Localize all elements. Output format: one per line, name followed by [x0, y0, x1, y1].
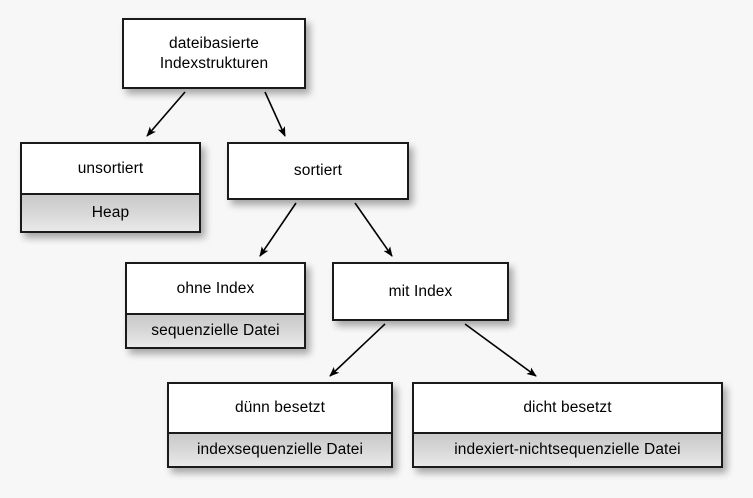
node-dicht-besetzt-title: dicht besetzt [414, 384, 721, 432]
node-duenn-besetzt-subtitle: indexsequenzielle Datei [169, 432, 391, 466]
edge-sortiert-to-ohne-index [259, 202, 297, 257]
node-sortiert-title: sortiert [229, 144, 407, 198]
node-ohne-index[interactable]: ohne Index sequenzielle Datei [125, 262, 306, 349]
node-root-title: dateibasierte Indexstrukturen [124, 20, 304, 87]
node-ohne-index-subtitle: sequenzielle Datei [127, 313, 304, 347]
node-mit-index[interactable]: mit Index [332, 262, 509, 321]
node-unsortiert[interactable]: unsortiert Heap [20, 142, 201, 233]
edge-sortiert-to-mit-index [354, 202, 393, 257]
node-ohne-index-title: ohne Index [127, 264, 304, 313]
node-unsortiert-subtitle: Heap [22, 193, 199, 231]
node-duenn-besetzt-title: dünn besetzt [169, 384, 391, 432]
node-dicht-besetzt[interactable]: dicht besetzt indexiert-nichtsequenziell… [412, 382, 723, 468]
node-dateibasierte-indexstrukturen[interactable]: dateibasierte Indexstrukturen [122, 18, 306, 89]
node-unsortiert-title: unsortiert [22, 144, 199, 193]
node-mit-index-title: mit Index [334, 264, 507, 319]
edge-mit-index-to-dicht [464, 323, 537, 377]
edge-root-to-sortiert [264, 91, 286, 137]
edge-mit-index-to-duenn [329, 323, 386, 377]
edge-root-to-unsortiert [146, 91, 186, 137]
node-root-title-line2: Indexstrukturen [159, 54, 269, 72]
node-sortiert[interactable]: sortiert [227, 142, 409, 200]
node-duenn-besetzt[interactable]: dünn besetzt indexsequenzielle Datei [167, 382, 393, 468]
node-root-title-line1: dateibasierte [168, 34, 260, 52]
node-dicht-besetzt-subtitle: indexiert-nichtsequenzielle Datei [414, 432, 721, 466]
